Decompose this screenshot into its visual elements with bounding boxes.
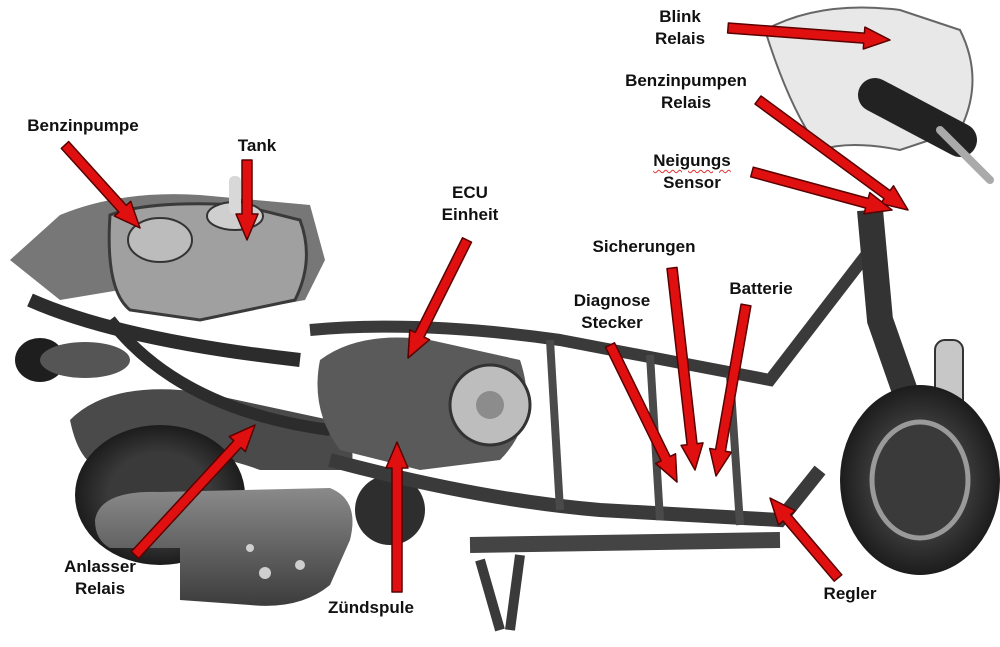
label-diagnose-stecker: Diagnose Stecker (574, 290, 651, 334)
arrow-benzinpumpe (60, 140, 141, 229)
fuel-pump-flange (127, 217, 193, 263)
label-line: Stecker (581, 313, 643, 332)
label-batterie: Batterie (729, 278, 792, 300)
arrow-blink-relais (726, 22, 891, 50)
label-line: Sicherungen (592, 237, 696, 256)
front-wheel (840, 385, 1000, 575)
arrow-neigungs-sensor (749, 166, 893, 215)
arrow-regler (769, 497, 843, 582)
tank-cap-stem (229, 176, 241, 214)
label-line: Neigungs (653, 151, 731, 170)
label-benzinpumpe: Benzinpumpe (27, 115, 138, 137)
label-line: Zündspule (328, 598, 414, 617)
arrow-zuendspule (385, 441, 409, 593)
brake-lever (936, 126, 994, 184)
label-line: Einheit (441, 205, 499, 224)
label-line: Relais (654, 29, 706, 48)
label-line: Relais (660, 93, 712, 112)
center-stand (475, 554, 525, 632)
arrow-diagnose-stecker (604, 342, 678, 483)
label-anlasser-relais: Anlasser Relais (64, 556, 136, 600)
label-line: Anlasser (64, 557, 136, 576)
front-rim (869, 419, 971, 541)
label-line: Diagnose (573, 291, 651, 310)
bolt (259, 567, 271, 579)
callout-arrows (60, 22, 909, 593)
arrow-benzinpumpen-relais (754, 95, 909, 211)
arrow-anlasser-relais (130, 424, 256, 560)
arrow-sicherungen (666, 266, 704, 471)
engine-fan-hub (476, 391, 504, 419)
label-line: ECU (452, 183, 488, 202)
bolt (295, 560, 305, 570)
label-line: Sensor (663, 173, 721, 192)
label-neigungs-sensor: Neigungs Sensor (653, 150, 730, 194)
arrow-batterie (708, 303, 752, 477)
label-ecu-einheit: ECU Einheit (442, 182, 499, 226)
label-line: Tank (237, 136, 277, 155)
label-line: Benzinpumpe (27, 116, 139, 135)
arrow-ecu-einheit (407, 237, 473, 359)
ignition-housing (355, 475, 425, 545)
bolt (246, 544, 254, 552)
label-line: Relais (74, 579, 126, 598)
lower-rail (105, 316, 331, 436)
label-regler: Regler (824, 583, 877, 605)
label-line: Benzinpumpen (625, 71, 747, 90)
label-line: Regler (823, 584, 877, 603)
cvt-cover (95, 488, 353, 606)
label-line: Blink (659, 7, 701, 26)
rear-rail (27, 293, 301, 367)
steering-column (857, 208, 928, 425)
label-benzinpumpen-relais: Benzinpumpen Relais (625, 70, 747, 114)
exhaust-pipe (40, 342, 130, 378)
label-zuendspule: Zündspule (328, 597, 414, 619)
label-tank: Tank (238, 135, 276, 157)
arrow-tank (235, 159, 259, 241)
label-line: Batterie (729, 279, 793, 298)
label-blink-relais: Blink Relais (655, 6, 705, 50)
label-sicherungen: Sicherungen (593, 236, 696, 258)
floor-frame (469, 532, 781, 553)
main-frame-upper (309, 246, 875, 387)
main-frame-lower (328, 453, 826, 528)
